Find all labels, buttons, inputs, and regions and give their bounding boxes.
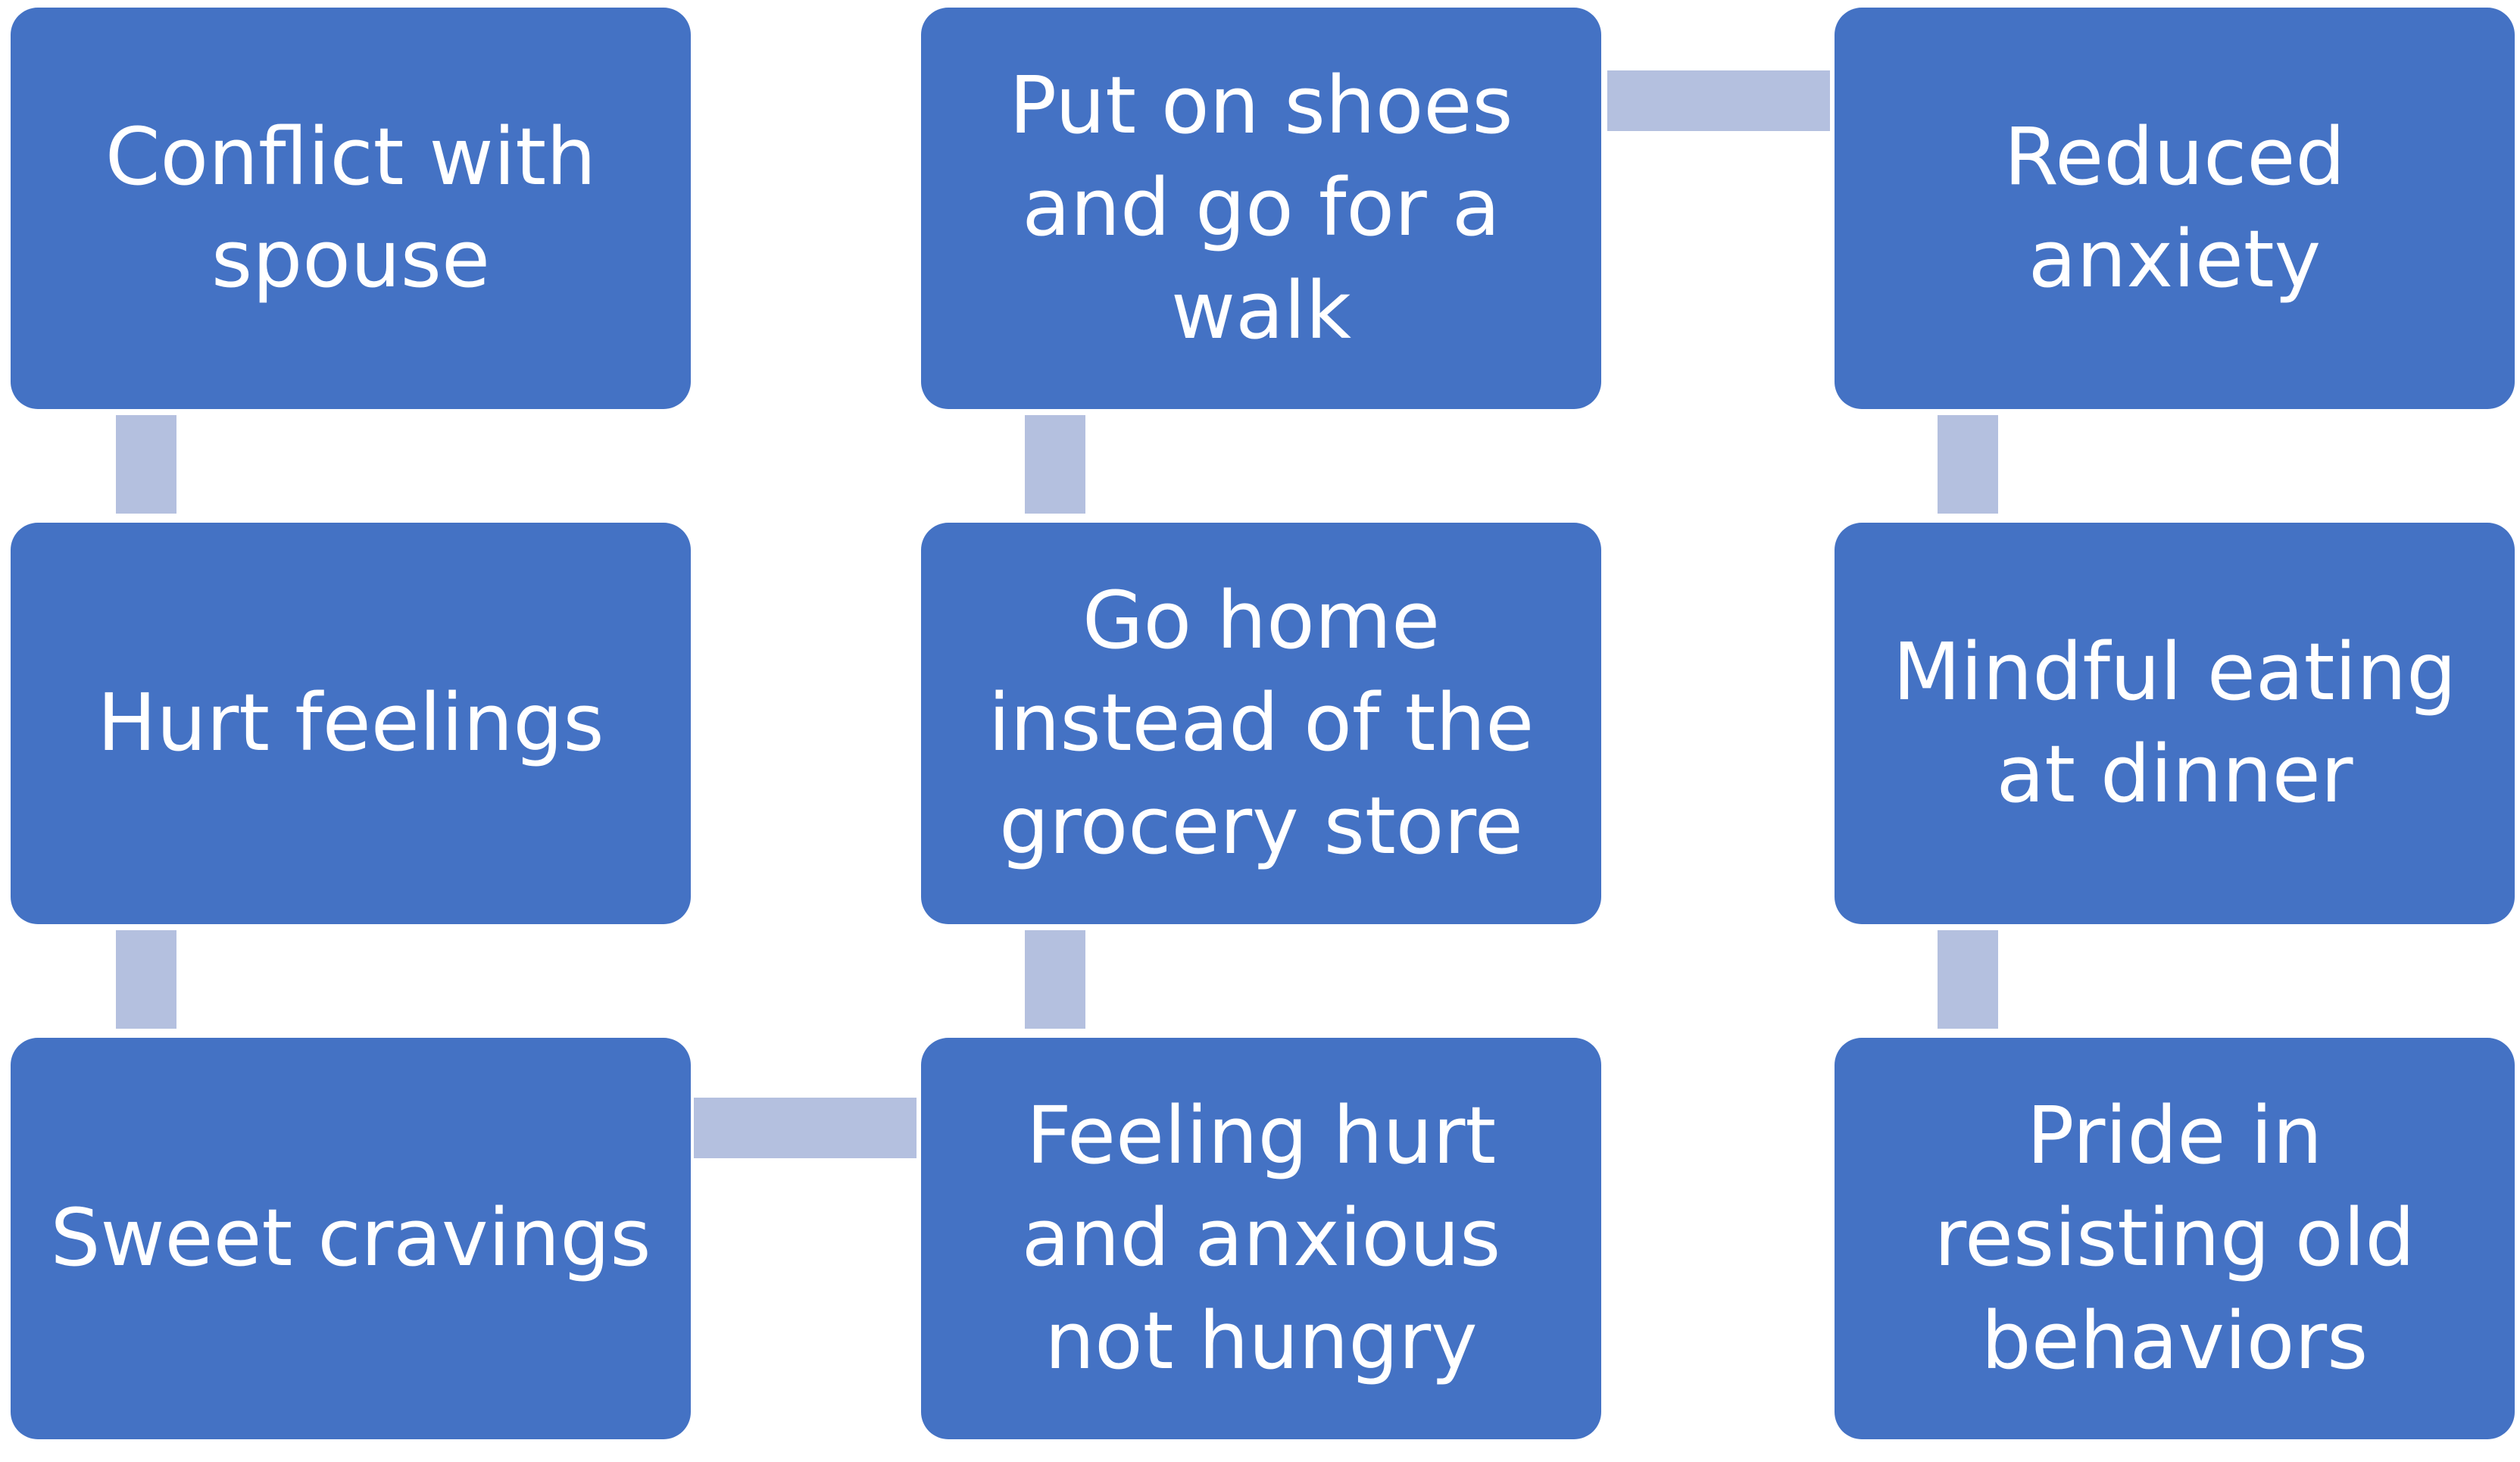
box-pride-label: Pride in resisting old behaviors [1934,1089,2415,1387]
box-conflict-with-spouse: Conflict with spouse [11,8,691,409]
connector-conflict-to-hurt [116,415,176,514]
box-conflict-label: Conflict with spouse [105,110,597,305]
box-go-home-label: Go home instead of the grocery store [988,574,1535,872]
connector-go-home-to-walk [1025,415,1085,514]
box-feeling-hurt-label: Feeling hurt and anxious not hungry [1021,1089,1501,1387]
connector-cravings-to-feeling-hurt [694,1098,917,1158]
box-hurt-feelings: Hurt feelings [11,523,691,924]
box-walk-label: Put on shoes and go for a walk [1009,59,1513,357]
box-pride: Pride in resisting old behaviors [1835,1038,2515,1439]
box-sweet-cravings: Sweet cravings [11,1038,691,1439]
box-sweet-cravings-label: Sweet cravings [50,1192,651,1285]
box-hurt-feelings-label: Hurt feelings [97,676,604,770]
box-go-for-walk: Put on shoes and go for a walk [921,8,1601,409]
box-mindful-eating: Mindful eating at dinner [1835,523,2515,924]
box-reduced-anxiety-label: Reduced anxiety [2003,110,2346,305]
box-go-home: Go home instead of the grocery store [921,523,1601,924]
box-feeling-hurt-anxious: Feeling hurt and anxious not hungry [921,1038,1601,1439]
connector-anxiety-to-mindful [1938,415,1998,514]
connector-feeling-hurt-to-go-home [1025,930,1085,1029]
box-mindful-eating-label: Mindful eating at dinner [1892,625,2457,820]
box-reduced-anxiety: Reduced anxiety [1835,8,2515,409]
connector-walk-to-reduced-anxiety [1607,70,1830,131]
connector-mindful-to-pride [1938,930,1998,1029]
connector-hurt-to-cravings [116,930,176,1029]
